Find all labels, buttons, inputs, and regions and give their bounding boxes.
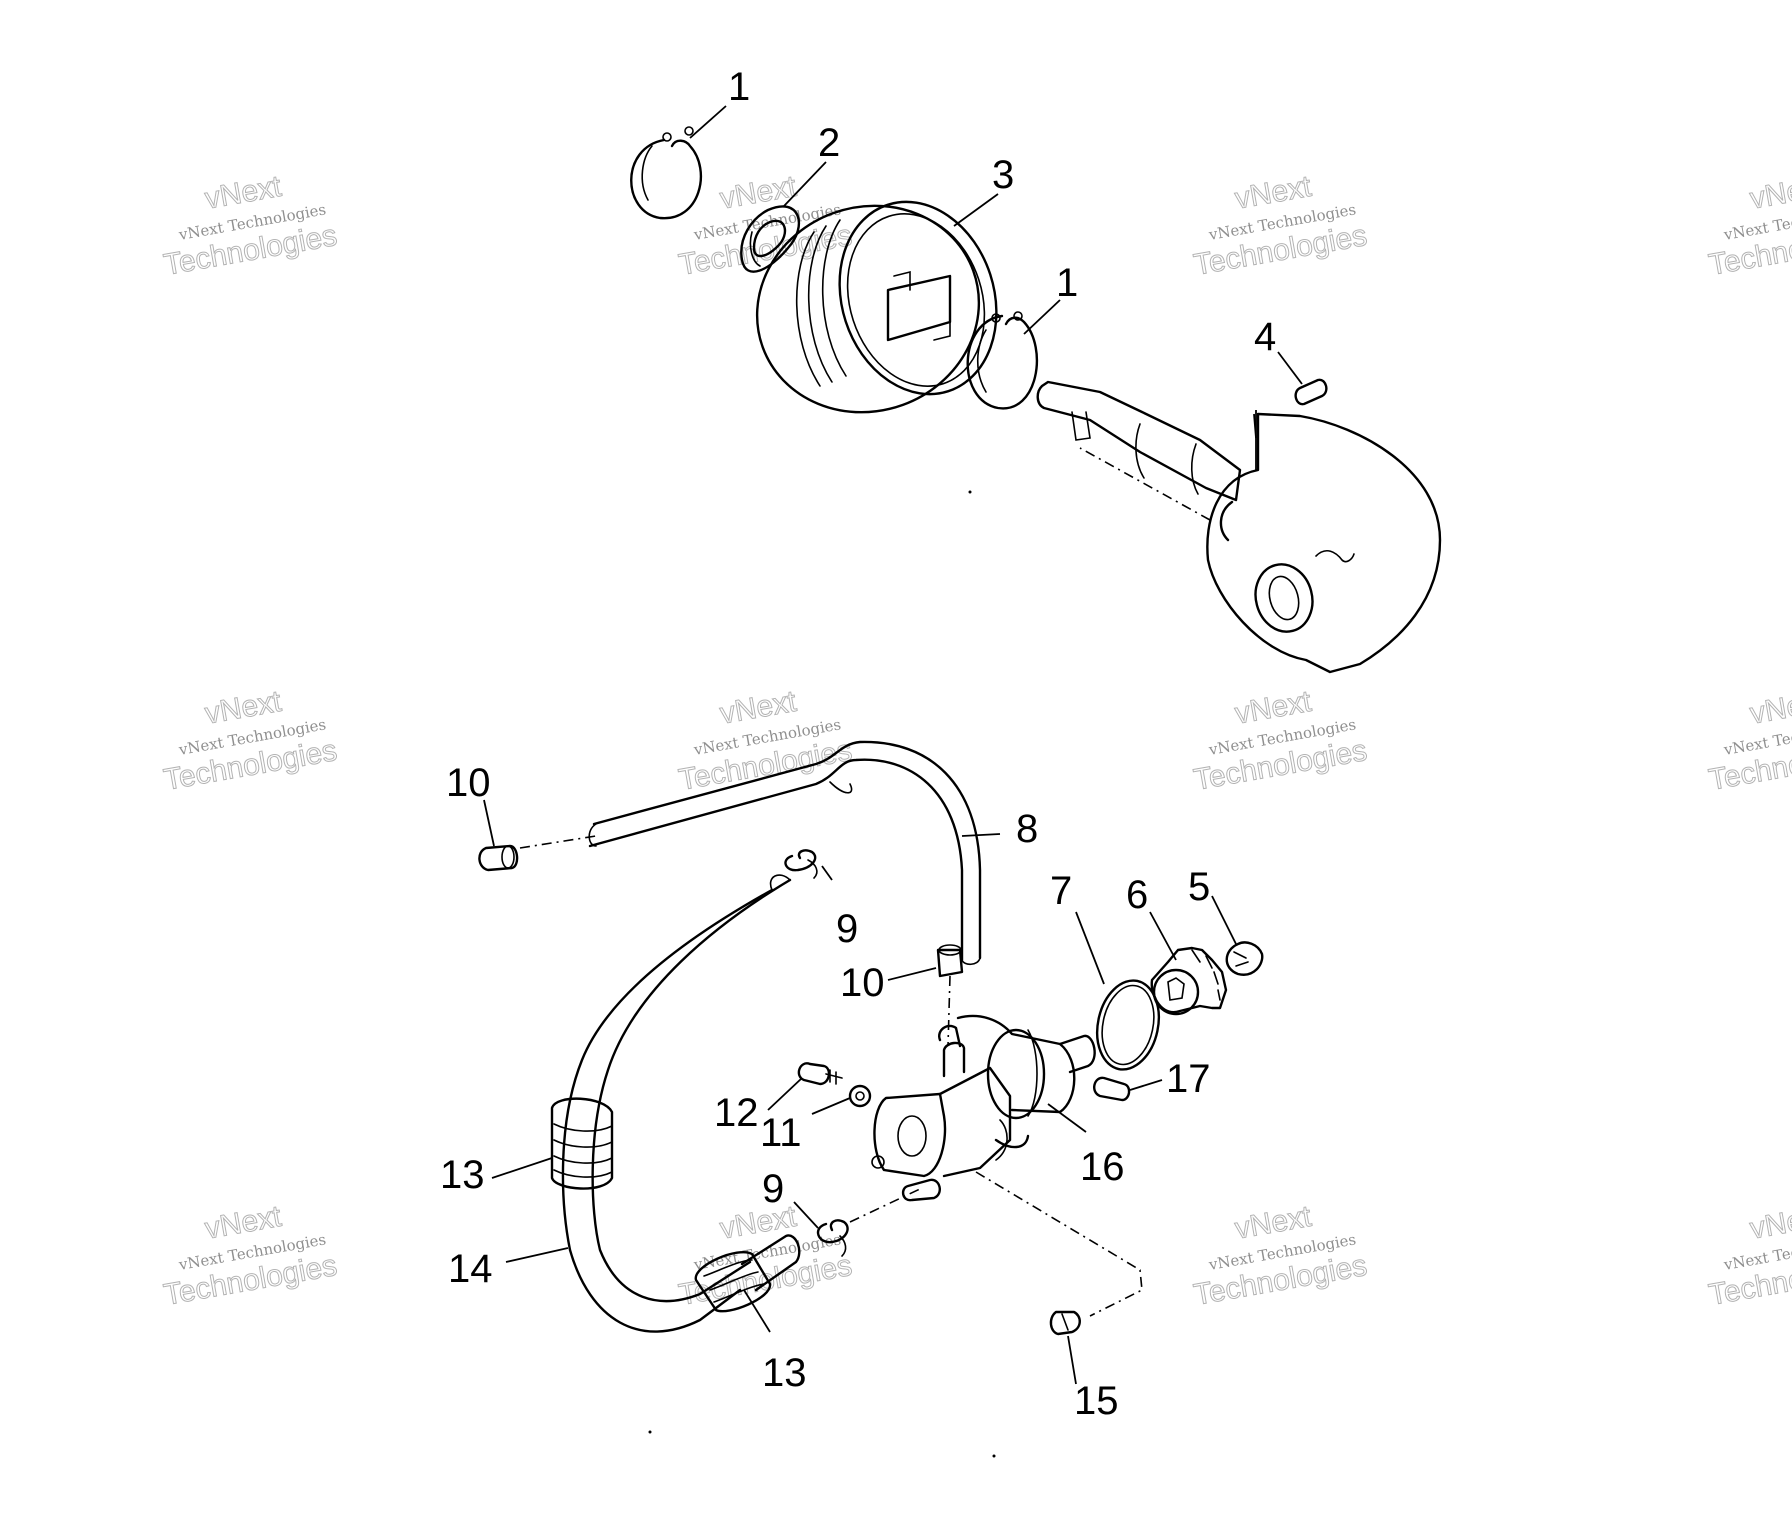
- leader-2: [783, 161, 827, 207]
- watermark-text: vNext: [1747, 685, 1792, 731]
- callout-1-lower: 1: [1056, 261, 1078, 305]
- watermark-text: vNext: [1747, 1200, 1792, 1246]
- part-hose-clip-upper: [550, 1097, 614, 1190]
- part-hose-clip-lower: [694, 1251, 772, 1313]
- callout-6: 6: [1126, 873, 1148, 917]
- callout-10-lower: 10: [840, 961, 885, 1005]
- callout-10-left: 10: [446, 761, 491, 805]
- callout-4: 4: [1254, 315, 1276, 359]
- callout-8: 8: [1016, 807, 1038, 851]
- callout-2: 2: [818, 121, 840, 165]
- part-hose-upper: [519, 740, 982, 966]
- speck: [968, 490, 972, 494]
- callout-13-upper: 13: [440, 1153, 485, 1197]
- callout-9-lower: 9: [762, 1167, 784, 1211]
- part-pulley: [755, 200, 998, 414]
- callout-15: 15: [1074, 1379, 1119, 1423]
- part-clamp-lower: [816, 1187, 923, 1257]
- part-clamp-upper: [784, 849, 818, 879]
- leader-10b: [887, 967, 937, 981]
- leader-3: [953, 193, 999, 227]
- part-bolt: [797, 1062, 843, 1086]
- part-bushing: [740, 205, 801, 273]
- callout-12: 12: [714, 1091, 759, 1135]
- callout-11: 11: [760, 1111, 802, 1155]
- leader-6: [1149, 911, 1177, 961]
- leader-1a: [689, 105, 727, 139]
- part-o-ring: [1096, 979, 1160, 1071]
- leader-11: [811, 1097, 851, 1115]
- part-pump-body: [871, 1014, 1143, 1317]
- callout-13-lower: 13: [762, 1351, 807, 1395]
- callout-14: 14: [448, 1247, 493, 1291]
- leader-9b: [793, 1201, 819, 1229]
- leader-13a: [491, 1157, 553, 1179]
- part-e-clip: [1225, 941, 1264, 976]
- part-cap-lower: [936, 944, 964, 1047]
- leader-8: [961, 833, 1001, 837]
- callout-16: 16: [1080, 1145, 1125, 1189]
- leader-5: [1211, 895, 1237, 945]
- callout-17: 17: [1166, 1057, 1211, 1101]
- callout-1-upper: 1: [728, 65, 750, 109]
- part-key: [1294, 378, 1328, 406]
- leader-13b: [743, 1289, 771, 1333]
- leader-15: [1067, 1335, 1077, 1385]
- part-shaft-housing: [1036, 380, 1442, 674]
- part-circlip-lower: [966, 311, 1039, 410]
- leader-16: [1047, 1103, 1087, 1133]
- leader-10a: [483, 799, 495, 847]
- callout-3: 3: [992, 153, 1014, 197]
- part-gear: [1150, 946, 1228, 1016]
- part-screw: [1049, 1310, 1081, 1336]
- part-pin: [1093, 1076, 1131, 1102]
- leader-12: [767, 1077, 803, 1111]
- callout-7: 7: [1050, 869, 1072, 913]
- speck: [992, 1454, 996, 1458]
- watermark-text: vNext: [1747, 170, 1792, 216]
- part-washer: [848, 1084, 872, 1108]
- leader-4: [1277, 351, 1303, 385]
- part-hose-lower: [561, 874, 801, 1333]
- leader-7: [1075, 911, 1105, 985]
- leader-14: [505, 1247, 569, 1263]
- leader-1b: [1023, 299, 1061, 335]
- leader-17: [1129, 1079, 1163, 1091]
- callout-5: 5: [1188, 865, 1210, 909]
- part-circlip-upper: [630, 126, 703, 220]
- speck: [648, 1430, 652, 1434]
- callout-9-upper: 9: [836, 907, 858, 951]
- leader-9a: [821, 865, 833, 881]
- part-cap-left: [478, 844, 519, 872]
